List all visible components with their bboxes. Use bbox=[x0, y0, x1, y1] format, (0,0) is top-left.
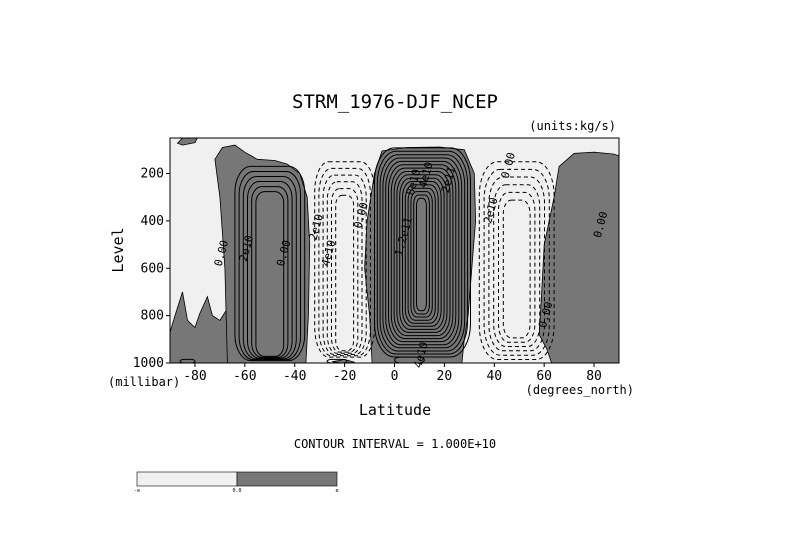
colorbar-labels: -e 0.0 e bbox=[134, 488, 339, 494]
contour-nh-hadley bbox=[413, 194, 430, 315]
x-tick-label: 0 bbox=[391, 369, 399, 384]
contour-nh-hadley bbox=[402, 181, 442, 327]
contour-sh-hadley bbox=[331, 188, 359, 353]
y-axis-label: Level bbox=[109, 227, 127, 272]
colorbar-label: e bbox=[335, 488, 338, 494]
contour-nh-hadley bbox=[396, 174, 448, 333]
x-unit-label: (degrees_north) bbox=[526, 383, 634, 397]
contour-sh-hadley bbox=[322, 174, 367, 355]
contour-nh-hadley bbox=[379, 154, 466, 352]
x-tick-label: 40 bbox=[486, 369, 502, 384]
positive-fill-region bbox=[538, 151, 619, 363]
x-tick-label: -20 bbox=[333, 369, 356, 384]
colorbar: -e 0.0 e bbox=[134, 471, 339, 494]
contour-nh-ferrel bbox=[493, 184, 541, 347]
contour-nh-ferrel bbox=[483, 168, 550, 356]
colorbar-positive-swatch bbox=[236, 471, 338, 487]
contour-nh-hadley bbox=[382, 157, 463, 349]
chart-title: STRM_1976-DJF_NCEP bbox=[292, 91, 498, 113]
y-tick-label: 800 bbox=[141, 309, 164, 324]
contour-nh-ferrel bbox=[498, 191, 536, 343]
positive-fill-region bbox=[176, 138, 198, 146]
contour-sh-ferrel bbox=[251, 186, 289, 358]
contour-sh-hadley bbox=[326, 181, 363, 354]
contour-nh-hadley bbox=[385, 160, 460, 346]
x-axis-label: Latitude bbox=[359, 401, 431, 419]
y-tick-label: 400 bbox=[141, 214, 164, 229]
y-axis: 200 400 600 800 1000 bbox=[133, 167, 170, 371]
x-tick-label: 80 bbox=[586, 369, 602, 384]
contour-interval-text: CONTOUR INTERVAL = 1.000E+10 bbox=[294, 437, 496, 451]
contour-sh-ferrel bbox=[238, 171, 302, 361]
y-tick-label: 200 bbox=[141, 167, 164, 182]
contour-nh-hadley bbox=[388, 164, 457, 343]
contour-lines bbox=[179, 147, 555, 363]
contour-sh-hadley bbox=[335, 194, 355, 352]
contour-nh-hadley bbox=[374, 147, 471, 358]
x-tick-label: -40 bbox=[283, 369, 306, 384]
contour-sh-ferrel bbox=[247, 181, 293, 359]
colorbar-negative-swatch bbox=[136, 471, 238, 487]
contour-nh-hadley bbox=[404, 184, 439, 324]
contour-sh-ferrel bbox=[255, 191, 285, 357]
x-tick-label: 60 bbox=[536, 369, 552, 384]
contour-sh-ferrel bbox=[242, 176, 297, 360]
contour-nh-hadley bbox=[410, 191, 433, 318]
x-tick-label: -80 bbox=[183, 369, 206, 384]
contour-nh-ferrel bbox=[488, 176, 545, 352]
x-tick-label: 20 bbox=[437, 369, 453, 384]
y-tick-label: 600 bbox=[141, 261, 164, 276]
contour-nh-hadley bbox=[399, 177, 445, 330]
colorbar-label: -e bbox=[134, 488, 140, 494]
contour-sh-ferrel bbox=[234, 165, 306, 362]
y-unit-label: (millibar) bbox=[108, 375, 180, 389]
contour-nh-hadley bbox=[376, 150, 469, 355]
contour-nh-hadley bbox=[393, 171, 451, 337]
contour-surface-loop bbox=[394, 356, 425, 363]
colorbar-label: 0.0 bbox=[232, 488, 241, 494]
x-axis: -80 -60 -40 -20 0 20 40 60 80 bbox=[183, 363, 602, 384]
x-tick-label: -60 bbox=[233, 369, 256, 384]
contour-nh-hadley bbox=[390, 167, 454, 340]
contour-nh-hadley bbox=[407, 187, 436, 321]
contour-nh-ferrel bbox=[502, 199, 531, 339]
y-tick-label: 1000 bbox=[133, 356, 164, 371]
units-label: (units:kg/s) bbox=[529, 119, 616, 133]
contour-nh-hadley bbox=[416, 197, 427, 312]
